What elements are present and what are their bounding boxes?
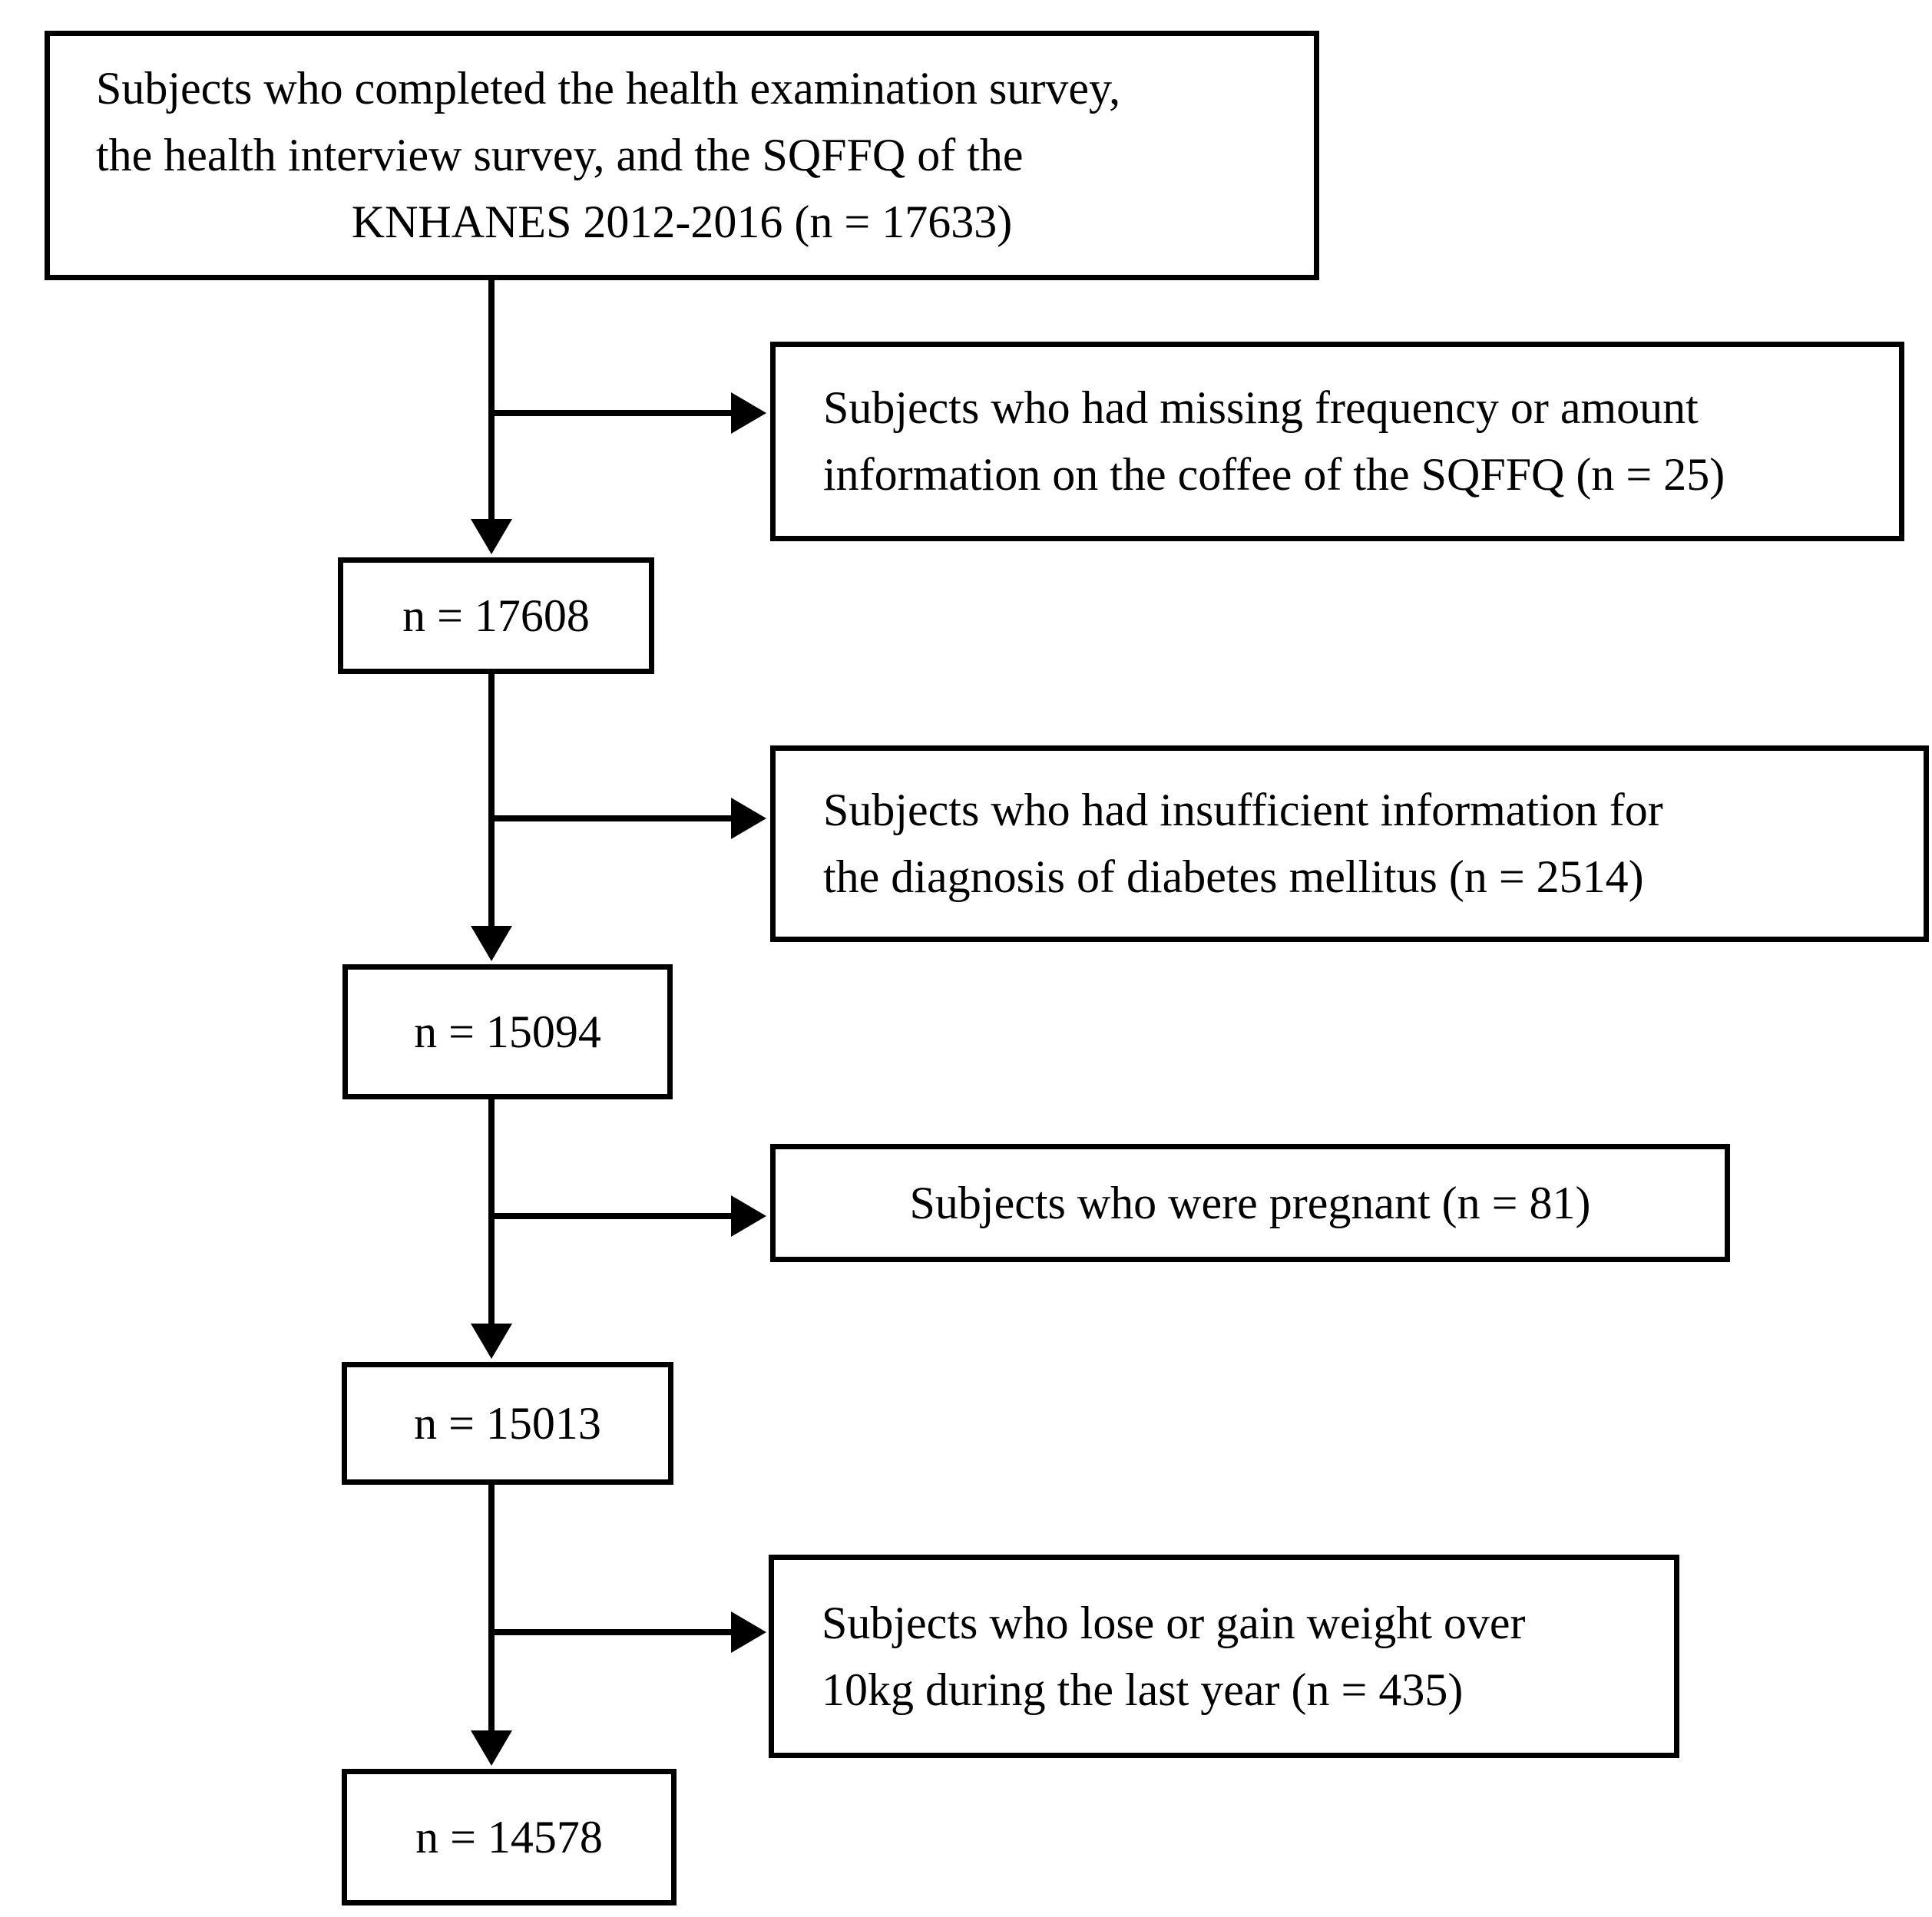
branch-line-2 (491, 815, 731, 821)
count-box-3-label: n = 15013 (414, 1397, 601, 1449)
exclusion-box-2: Subjects who had insufficient informatio… (770, 745, 1929, 942)
title-box-line-2: the health interview survey, and the SQF… (96, 130, 1024, 180)
count-box-4: n = 14578 (342, 1769, 677, 1905)
arrowhead-down-4 (471, 1730, 512, 1766)
exclusion-box-2-line-2: the diagnosis of diabetes mellitus (n = … (823, 851, 1644, 902)
arrowhead-down-1 (471, 519, 512, 554)
arrowhead-right-4 (731, 1611, 766, 1653)
flow-line-down-4 (488, 1485, 495, 1730)
title-box: Subjects who completed the health examin… (45, 31, 1319, 280)
arrowhead-right-1 (731, 392, 766, 434)
exclusion-box-3: Subjects who were pregnant (n = 81) (770, 1144, 1730, 1262)
count-box-3: n = 15013 (342, 1362, 673, 1485)
arrowhead-right-3 (731, 1195, 766, 1237)
arrowhead-down-2 (471, 926, 512, 961)
count-box-2-label: n = 15094 (414, 1006, 601, 1057)
exclusion-box-1: Subjects who had missing frequency or am… (770, 342, 1904, 541)
count-box-1: n = 17608 (338, 557, 654, 674)
exclusion-box-2-line-1: Subjects who had insufficient informatio… (823, 785, 1663, 835)
exclusion-box-1-line-2: information on the coffee of the SQFFQ (… (823, 449, 1725, 500)
exclusion-box-1-line-1: Subjects who had missing frequency or am… (823, 382, 1699, 433)
title-box-line-1: Subjects who completed the health examin… (96, 63, 1121, 114)
arrowhead-right-2 (731, 798, 766, 839)
title-box-line-3: KNHANES 2012-2016 (n = 17633) (351, 197, 1013, 247)
exclusion-box-4: Subjects who lose or gain weight over 10… (769, 1555, 1679, 1758)
flow-line-down-3 (488, 1099, 495, 1324)
exclusion-box-3-line-1: Subjects who were pregnant (n = 81) (909, 1177, 1591, 1228)
exclusion-box-4-line-1: Subjects who lose or gain weight over (822, 1597, 1526, 1648)
branch-line-4 (491, 1629, 731, 1635)
flow-line-down-2 (488, 674, 495, 926)
branch-line-3 (491, 1213, 731, 1219)
branch-line-1 (491, 410, 731, 416)
count-box-2: n = 15094 (342, 964, 673, 1099)
count-box-1-label: n = 17608 (402, 590, 590, 641)
count-box-4-label: n = 14578 (415, 1811, 603, 1862)
arrowhead-down-3 (471, 1324, 512, 1359)
exclusion-box-4-line-2: 10kg during the last year (n = 435) (822, 1664, 1464, 1715)
flow-line-down-1 (488, 280, 495, 519)
